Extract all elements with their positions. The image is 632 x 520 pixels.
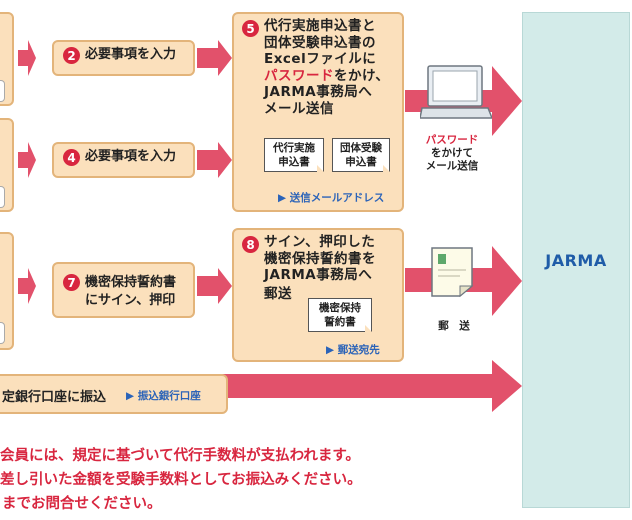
step-5-text: 代行実施申込書と 団体受験申込書の Excelファイルに パスワードをかけ、 J… bbox=[264, 18, 389, 118]
step-number-badge: 8 bbox=[242, 236, 259, 253]
step-8-line-3: JARMA事務局へ bbox=[264, 267, 373, 284]
arrow-left-to-step7 bbox=[18, 268, 36, 304]
note-line-2: 差し引いた金額を受験手数料としてお振込みください。 bbox=[0, 472, 362, 488]
step-4-box: 4 必要事項を入力 bbox=[52, 142, 195, 178]
arrow-step4-to-step5 bbox=[197, 142, 232, 178]
mail-address-link[interactable]: ▶ 郵送宛先 bbox=[326, 344, 380, 356]
step-7-line-2: にサイン、押印 bbox=[85, 293, 176, 308]
mail-caption: パスワード をかけて メール送信 bbox=[416, 134, 488, 173]
step-5-line-6: メール送信 bbox=[264, 100, 334, 117]
step-5-box: 5 代行実施申込書と 団体受験申込書の Excelファイルに パスワードをかけ、… bbox=[232, 12, 404, 212]
step-number-badge: 2 bbox=[63, 47, 80, 64]
step-5-line-4: パスワードをかけ、 bbox=[264, 67, 390, 84]
left-panel-2 bbox=[0, 118, 14, 212]
post-caption: 郵 送 bbox=[438, 320, 470, 332]
left-panel-3 bbox=[0, 232, 14, 350]
step-8-line-1: サイン、押印した bbox=[264, 234, 376, 250]
jarma-column: JARMA bbox=[522, 12, 630, 508]
send-email-address-link[interactable]: ▶ 送信メールアドレス bbox=[278, 192, 385, 204]
note-line-3: までお問合せください。 bbox=[2, 496, 162, 512]
step-8-line-2: 機密保持誓約書を bbox=[264, 250, 376, 267]
laptop-icon bbox=[420, 65, 492, 119]
arrow-left-to-step2 bbox=[18, 40, 36, 76]
step-number-badge: 5 bbox=[242, 20, 259, 37]
step-number-badge: 7 bbox=[63, 274, 80, 291]
step-5-line-3: Excelファイルに bbox=[264, 51, 377, 68]
step-8-line-4: 郵送 bbox=[264, 286, 292, 302]
step-4-text: 必要事項を入力 bbox=[85, 149, 177, 164]
arrow-left-to-step4 bbox=[18, 142, 36, 178]
bank-transfer-text: 定銀行口座に振込 bbox=[2, 390, 107, 405]
doc-kimitsu-hoji-seiyakusho: 機密保持 誓約書 bbox=[308, 298, 373, 333]
arrow-step7-to-step8 bbox=[197, 268, 232, 304]
step-2-text: 必要事項を入力 bbox=[85, 47, 177, 62]
jarma-label: JARMA bbox=[545, 251, 607, 270]
step-5-line-1: 代行実施申込書と bbox=[264, 18, 376, 34]
bank-transfer-box: 定銀行口座に振込 ▶ 振込銀行口座 bbox=[0, 374, 228, 414]
arrow-step2-to-step5 bbox=[197, 40, 232, 76]
step-8-text: サイン、押印した 機密保持誓約書を JARMA事務局へ bbox=[264, 234, 376, 284]
step-5-line-5: JARMA事務局へ bbox=[264, 84, 373, 101]
step-7-line-1: 機密保持誓約書 bbox=[85, 275, 177, 290]
step-7-box: 7 機密保持誓約書 にサイン、押印 bbox=[52, 262, 195, 318]
doc-dairi-jisshi-moushikomisho: 代行実施 申込書 bbox=[264, 138, 325, 173]
step-number-badge: 4 bbox=[63, 149, 80, 166]
step-2-box: 2 必要事項を入力 bbox=[52, 40, 195, 76]
left-panel-1 bbox=[0, 12, 14, 106]
arrow-bank-to-jarma bbox=[0, 360, 522, 412]
mail-caption-password: パスワード bbox=[425, 134, 479, 146]
note-line-1: 会員には、規定に基づいて代行手数料が支払われます。 bbox=[0, 448, 360, 464]
bank-account-link[interactable]: ▶ 振込銀行口座 bbox=[126, 390, 201, 402]
step-8-box: 8 サイン、押印した 機密保持誓約書を JARMA事務局へ 郵送 機密保持 誓約… bbox=[232, 228, 404, 362]
step-5-line-2: 団体受験申込書の bbox=[264, 34, 376, 51]
password-highlight: パスワード bbox=[264, 67, 334, 84]
envelope-icon bbox=[431, 247, 474, 298]
doc-dantai-juken-moushikomisho: 団体受験 申込書 bbox=[332, 138, 391, 173]
